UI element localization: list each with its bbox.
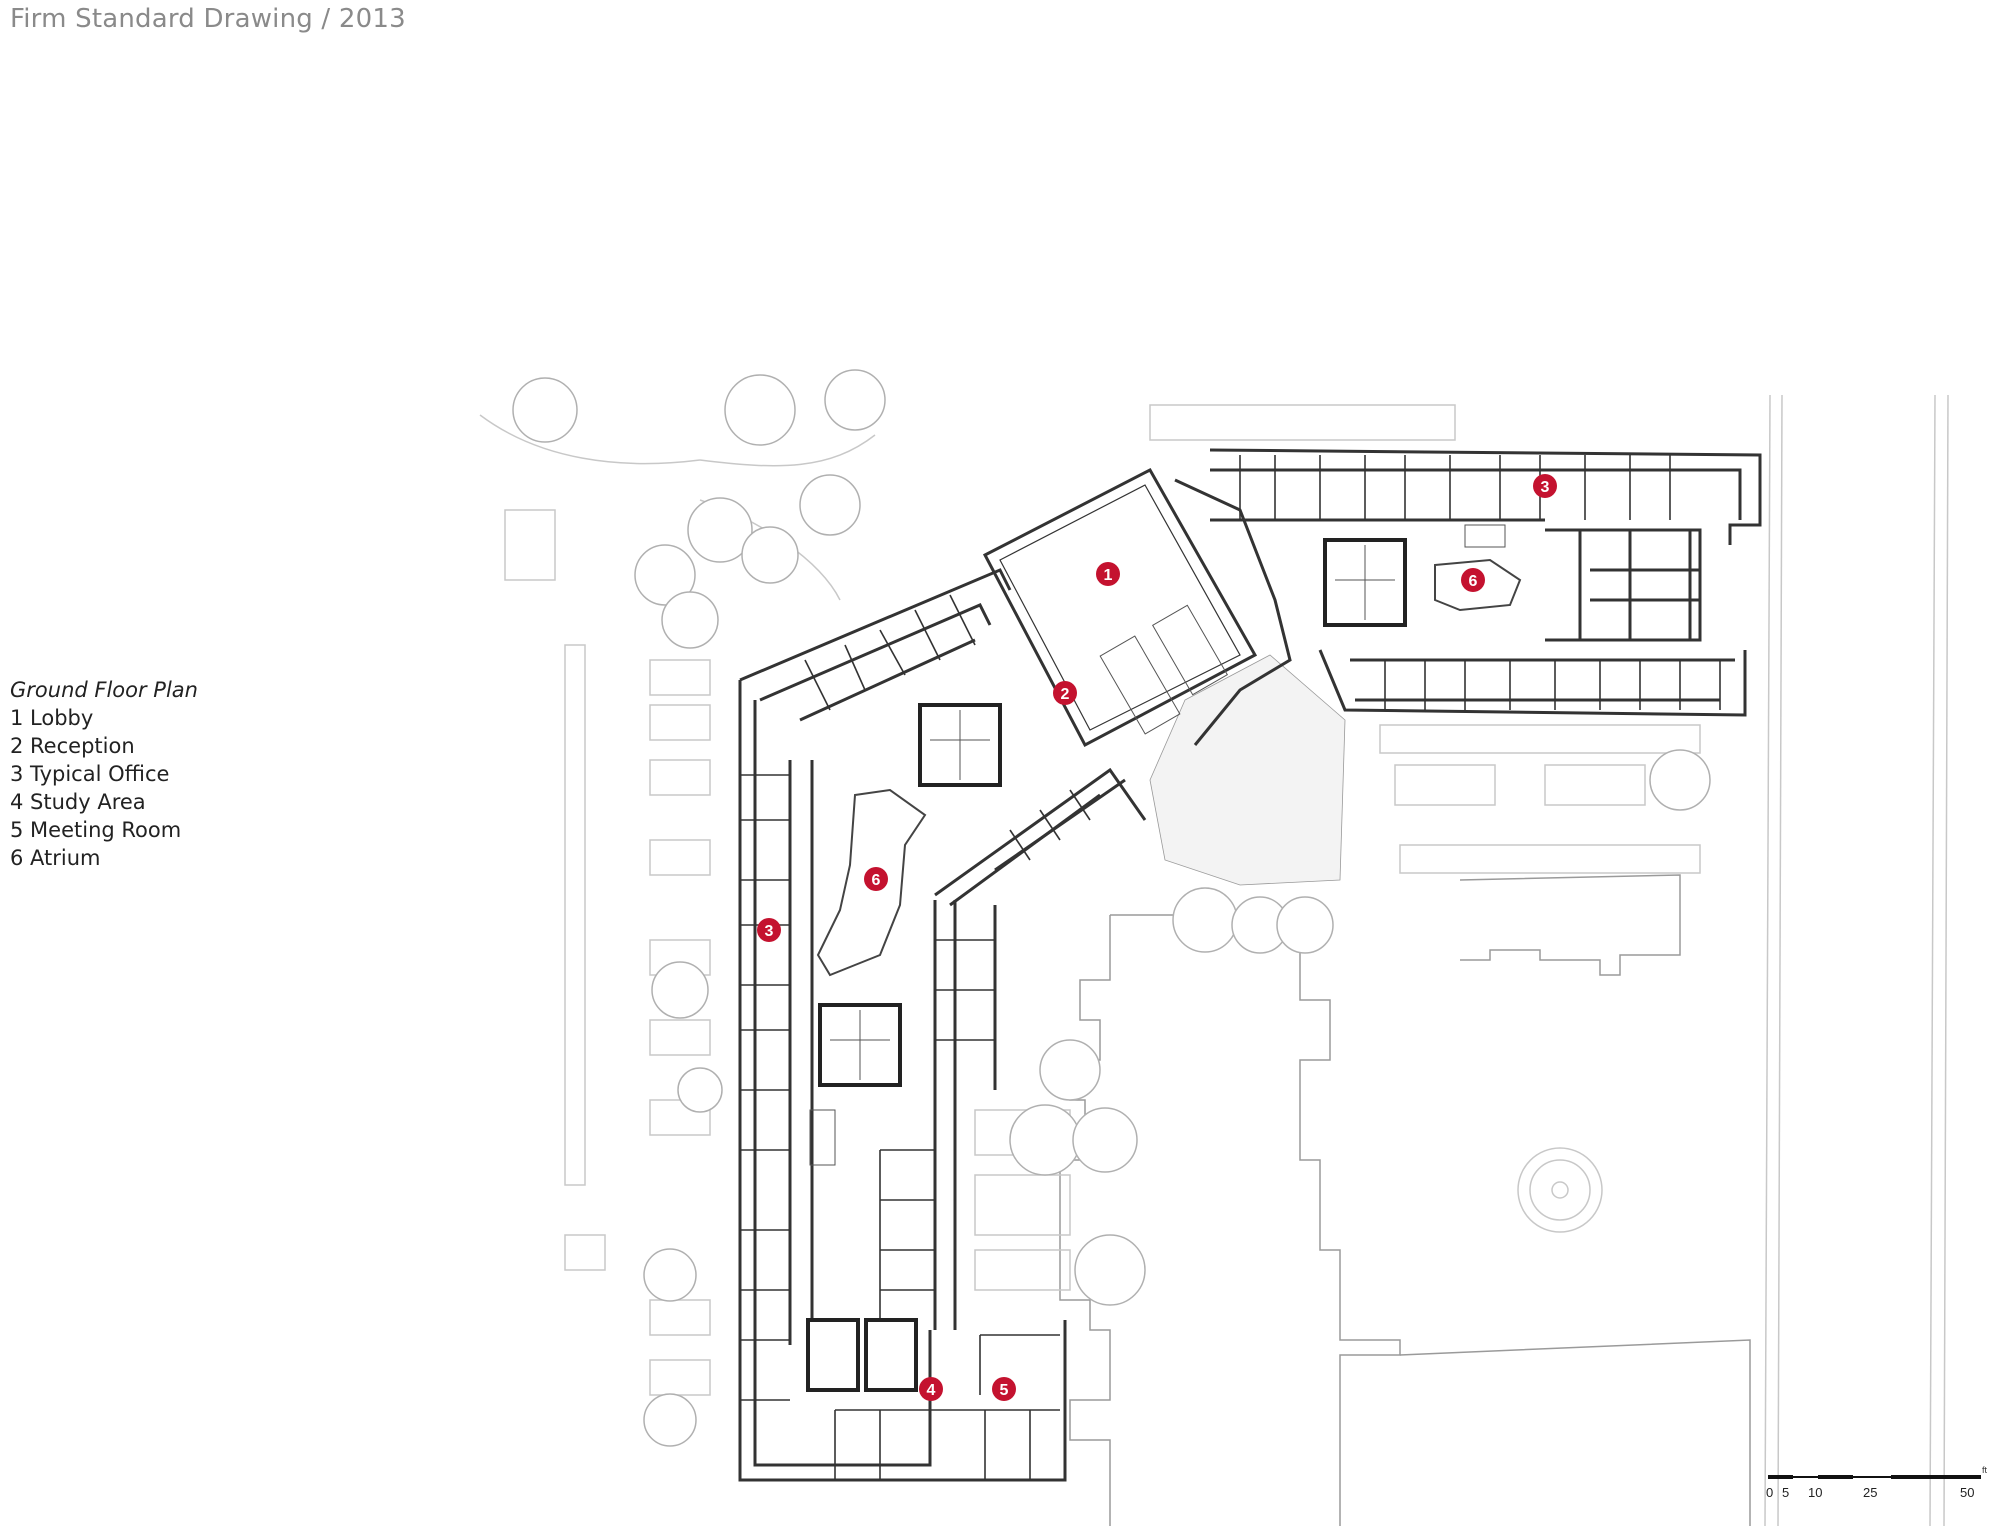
- site-context: [479, 394, 1949, 1526]
- scale-segment: [1891, 1475, 1981, 1479]
- scale-segment: [1853, 1476, 1891, 1478]
- scale-segment: [1768, 1475, 1793, 1479]
- legend-item-atrium: 6 Atrium: [10, 846, 101, 870]
- legend-item-typical-office: 3 Typical Office: [10, 762, 170, 786]
- legend-item-lobby: 1 Lobby: [10, 706, 94, 730]
- trees: [512, 369, 1711, 1447]
- paving-area: [1149, 654, 1346, 886]
- drawing-header: Firm Standard Drawing / 2013: [10, 4, 406, 34]
- core-details: [830, 545, 1395, 1080]
- scale-unit: ft: [1982, 1465, 1988, 1475]
- stairs: [809, 524, 1506, 1166]
- scale-segment: [1793, 1476, 1818, 1478]
- scale-tick-50: 50: [1960, 1485, 1974, 1500]
- scale-segment: [1818, 1475, 1853, 1479]
- legend-item-reception: 2 Reception: [10, 734, 135, 758]
- plan-legend: Ground Floor Plan 1 Lobby 2 Reception 3 …: [10, 676, 198, 872]
- scale-tick-0: 0: [1766, 1485, 1773, 1500]
- legend-item-study-area: 4 Study Area: [10, 790, 146, 814]
- scale-tick-10: 10: [1808, 1485, 1822, 1500]
- scale-bar: ft 0 5 10 25 50: [1766, 1465, 1988, 1500]
- legend-title: Ground Floor Plan: [10, 678, 198, 702]
- atriums: [816, 558, 1522, 977]
- legend-item-meeting-room: 5 Meeting Room: [10, 818, 182, 842]
- scale-tick-25: 25: [1863, 1485, 1877, 1500]
- office-partitions: [740, 455, 1721, 1480]
- scale-tick-5: 5: [1782, 1485, 1789, 1500]
